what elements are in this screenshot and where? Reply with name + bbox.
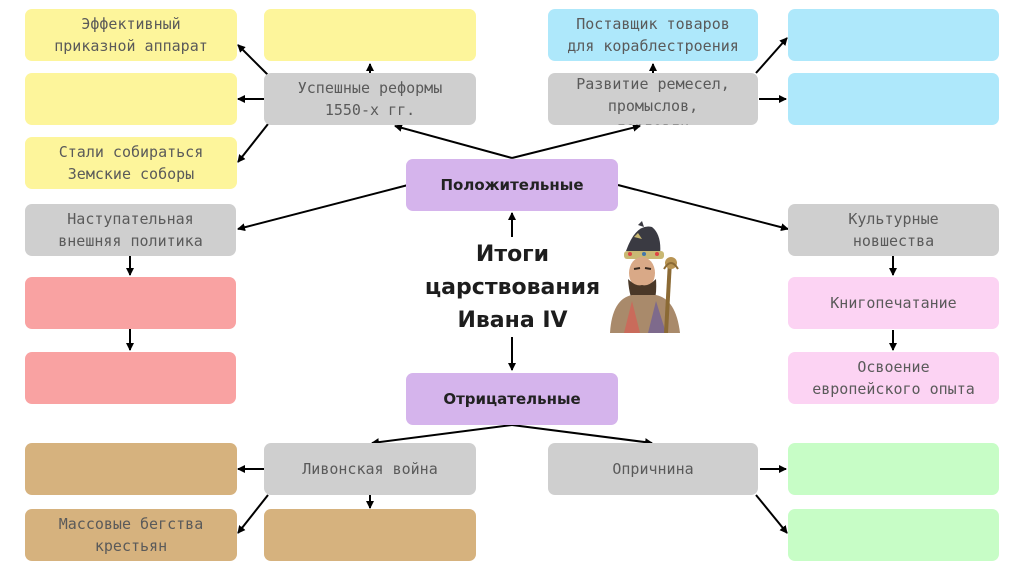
- diagram-title: Итоги царствования Ивана IV: [410, 238, 615, 337]
- oprichnina-result-1: [788, 443, 999, 495]
- arrow-to-oprichnina: [511, 424, 653, 447]
- culture-european: Освоение европейского опыта: [788, 352, 999, 404]
- foreign-policy-result-1: [25, 277, 236, 329]
- title-line-2: царствования: [424, 275, 601, 300]
- culture-node: Культурные новшества: [788, 204, 999, 256]
- arrow-oprichnina-to-green2: [755, 494, 788, 534]
- positive-node: Положительные: [406, 159, 618, 211]
- arrow-reforms-to-sobors: [237, 123, 269, 163]
- reforms-result-apparatus: Эффективный приказной аппарат: [25, 9, 237, 61]
- arrow-crafts-to-blue1: [755, 37, 788, 74]
- livonian-war-node: Ливонская война: [264, 443, 476, 495]
- culture-printing: Книгопечатание: [788, 277, 999, 329]
- livonian-result-3: [264, 509, 476, 561]
- oprichnina-result-2: [788, 509, 999, 561]
- arrow-to-culture: [617, 184, 789, 232]
- crafts-result-1: [788, 9, 999, 61]
- foreign-policy-result-2: [25, 352, 236, 404]
- crafts-supplier: Поставщик товаров для кораблестроения: [548, 9, 758, 61]
- arrow-to-livonian: [371, 424, 513, 447]
- negative-node: Отрицательные: [406, 373, 618, 425]
- livonian-result-flight: Массовые бегства крестьян: [25, 509, 237, 561]
- crafts-node: Развитие ремесел, промыслов, торговли: [548, 73, 758, 125]
- reforms-result-empty: [25, 73, 237, 125]
- oprichnina-node: Опричнина: [548, 443, 758, 495]
- arrow-to-crafts: [511, 123, 641, 159]
- crafts-result-2: [788, 73, 999, 125]
- foreign-policy-node: Наступательная внешняя политика: [25, 204, 236, 256]
- reforms-node: Успешные реформы 1550-х гг.: [264, 73, 476, 125]
- title-line-3: Ивана IV: [457, 308, 568, 333]
- reforms-result-top: [264, 9, 476, 61]
- tsar-portrait-icon: [610, 221, 680, 333]
- arrow-livonian-to-flight: [237, 494, 269, 534]
- livonian-result-1: [25, 443, 237, 495]
- title-line-1: Итоги: [475, 242, 550, 267]
- arrow-to-foreign-policy: [237, 184, 409, 232]
- arrow-reforms-to-apparatus: [237, 44, 269, 76]
- arrow-to-reforms: [394, 123, 513, 159]
- reforms-result-sobors: Стали собираться Земские соборы: [25, 137, 237, 189]
